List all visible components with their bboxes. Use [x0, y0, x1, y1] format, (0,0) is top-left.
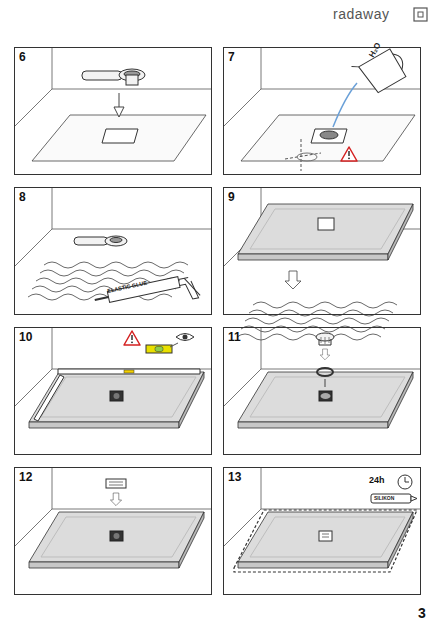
- time-label: 24h: [369, 476, 385, 485]
- step-panel: 10: [14, 327, 212, 455]
- step-panel: 11: [223, 327, 421, 455]
- step-panel: 8: [14, 187, 212, 315]
- step-number: 13: [228, 470, 241, 484]
- brand-logo: radaway: [333, 7, 389, 21]
- step-number: 10: [19, 330, 32, 344]
- step-number: 9: [228, 190, 235, 204]
- step-number: 12: [19, 470, 32, 484]
- step-panel: 9: [223, 187, 421, 315]
- step-number: 11: [228, 330, 241, 344]
- step-panel: 7: [223, 47, 421, 175]
- step-panel: 13: [223, 467, 421, 595]
- page-number: 3: [418, 606, 426, 620]
- step-number: 7: [228, 50, 235, 64]
- step-number: 6: [19, 50, 26, 64]
- step-number: 8: [19, 190, 26, 204]
- silicone-label: SILIKON: [374, 496, 394, 501]
- step-panel: 12: [14, 467, 212, 595]
- step-panel: 6: [14, 47, 212, 175]
